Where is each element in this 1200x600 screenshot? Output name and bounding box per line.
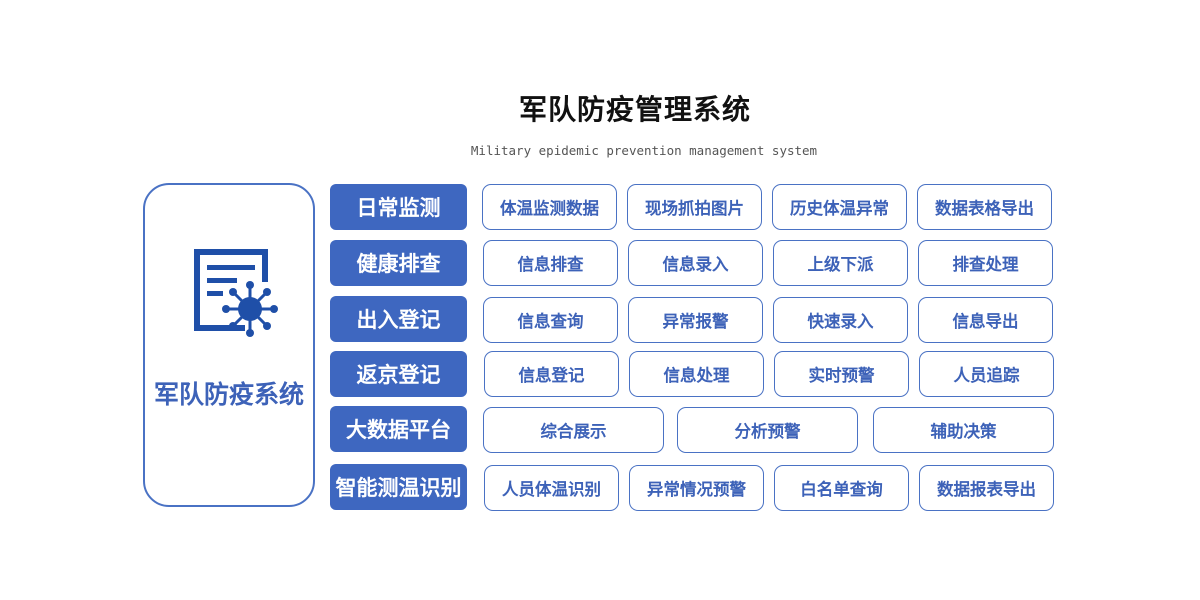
module-big-data-platform[interactable]: 大数据平台 [330, 406, 467, 452]
module-smart-temperature-recognition[interactable]: 智能测温识别 [330, 464, 467, 510]
feature-export-table[interactable]: 数据表格导出 [917, 184, 1052, 230]
feature-abnormal-alarm[interactable]: 异常报警 [628, 297, 763, 343]
feature-info-query[interactable]: 信息查询 [483, 297, 618, 343]
document-virus-icon [194, 249, 278, 337]
module-access-registration[interactable]: 出入登记 [330, 296, 467, 342]
module-health-screening[interactable]: 健康排查 [330, 240, 467, 286]
feature-analysis-warning[interactable]: 分析预警 [677, 407, 858, 453]
system-name: 军队防疫系统 [153, 380, 304, 409]
page-subtitle: Military epidemic prevention management … [470, 143, 818, 158]
feature-report-export[interactable]: 数据报表导出 [919, 465, 1054, 511]
feature-temperature-data[interactable]: 体温监测数据 [482, 184, 617, 230]
feature-info-screening[interactable]: 信息排查 [483, 240, 618, 286]
feature-superior-assignment[interactable]: 上级下派 [773, 240, 908, 286]
feature-realtime-warning[interactable]: 实时预警 [774, 351, 909, 397]
feature-info-entry[interactable]: 信息录入 [628, 240, 763, 286]
feature-temperature-history-abnormal[interactable]: 历史体温异常 [772, 184, 907, 230]
feature-screening-handling[interactable]: 排查处理 [918, 240, 1053, 286]
feature-personnel-tracking[interactable]: 人员追踪 [919, 351, 1054, 397]
system-panel: 军队防疫系统 [143, 183, 315, 507]
feature-personnel-temperature-recognition[interactable]: 人员体温识别 [484, 465, 619, 511]
feature-quick-entry[interactable]: 快速录入 [773, 297, 908, 343]
feature-site-snapshots[interactable]: 现场抓拍图片 [627, 184, 762, 230]
feature-info-processing[interactable]: 信息处理 [629, 351, 764, 397]
feature-comprehensive-display[interactable]: 综合展示 [483, 407, 664, 453]
feature-info-registration[interactable]: 信息登记 [484, 351, 619, 397]
feature-abnormal-situation-warning[interactable]: 异常情况预警 [629, 465, 764, 511]
feature-info-export[interactable]: 信息导出 [918, 297, 1053, 343]
feature-whitelist-query[interactable]: 白名单查询 [774, 465, 909, 511]
module-return-registration[interactable]: 返京登记 [330, 351, 467, 397]
module-daily-monitoring[interactable]: 日常监测 [330, 184, 467, 230]
feature-decision-support[interactable]: 辅助决策 [873, 407, 1054, 453]
page-title: 军队防疫管理系统 [518, 93, 751, 126]
